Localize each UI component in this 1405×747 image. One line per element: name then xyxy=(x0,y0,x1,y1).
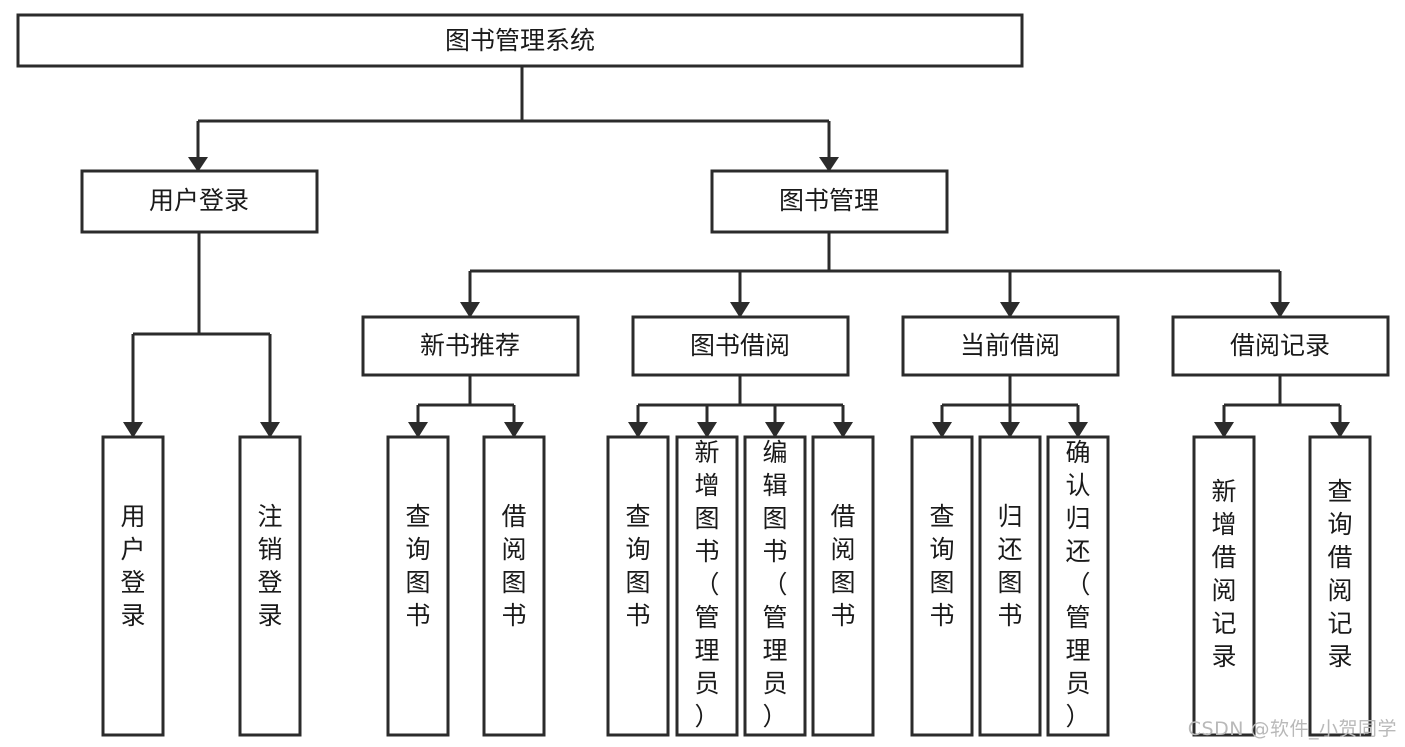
connector-root-to-level2 xyxy=(188,66,839,172)
leaf-bookborrow-query-label: 查询图书 xyxy=(625,502,650,630)
leaf-borrowrecord-add[interactable]: 新增借阅记录 xyxy=(1192,435,1256,737)
leaf-currentborrow-return[interactable]: 归还图书 xyxy=(978,435,1042,737)
node-root-system[interactable]: 图书管理系统 xyxy=(16,13,1024,68)
csdn-watermark: CSDN @软件_小贺同学 xyxy=(1187,718,1397,740)
leaf-newbook-borrow[interactable]: 借阅图书 xyxy=(482,435,546,737)
connector-bookmgmt-to-level3 xyxy=(460,232,1290,318)
leaf-currentborrow-confirm[interactable]: 确认归还（管理员） xyxy=(1046,435,1110,737)
connector-userlogin-to-leaves xyxy=(123,232,280,438)
leaf-borrowrecord-query[interactable]: 查询借阅记录 xyxy=(1308,435,1372,737)
leaf-bookborrow-edit-label: 编辑图书（管理员） xyxy=(762,438,787,731)
node-current-borrow-label: 当前借阅 xyxy=(960,331,1060,360)
connector-newbook-to-leaves xyxy=(408,375,524,438)
leaf-borrowrecord-query-label: 查询借阅记录 xyxy=(1327,477,1352,671)
connector-bookborrow-to-leaves xyxy=(628,375,853,438)
node-user-login[interactable]: 用户登录 xyxy=(80,169,319,234)
node-book-management[interactable]: 图书管理 xyxy=(710,169,949,234)
leaf-currentborrow-return-label: 归还图书 xyxy=(997,502,1022,630)
leaf-newbook-query-label: 查询图书 xyxy=(405,502,430,630)
node-new-book-recommend-label: 新书推荐 xyxy=(420,331,520,360)
node-root-label: 图书管理系统 xyxy=(445,26,595,55)
leaf-bookborrow-add-label: 新增图书（管理员） xyxy=(694,438,719,731)
leaf-bookborrow-borrow[interactable]: 借阅图书 xyxy=(811,435,875,737)
leaf-user-login-login-label: 用户登录 xyxy=(120,502,145,630)
leaf-bookborrow-add[interactable]: 新增图书（管理员） xyxy=(675,435,739,737)
leaf-newbook-borrow-label: 借阅图书 xyxy=(501,502,526,630)
leaf-bookborrow-edit[interactable]: 编辑图书（管理员） xyxy=(743,435,807,737)
leaf-newbook-query[interactable]: 查询图书 xyxy=(386,435,450,737)
leaf-currentborrow-query[interactable]: 查询图书 xyxy=(910,435,974,737)
node-book-borrow-label: 图书借阅 xyxy=(690,331,790,360)
leaf-currentborrow-query-label: 查询图书 xyxy=(929,502,954,630)
connector-currentborrow-to-leaves xyxy=(932,375,1088,438)
leaf-bookborrow-borrow-label: 借阅图书 xyxy=(830,502,855,630)
leaf-borrowrecord-add-label: 新增借阅记录 xyxy=(1211,477,1236,671)
node-borrow-record[interactable]: 借阅记录 xyxy=(1171,315,1390,377)
leaf-currentborrow-confirm-label: 确认归还（管理员） xyxy=(1065,438,1090,731)
node-borrow-record-label: 借阅记录 xyxy=(1230,331,1330,360)
node-user-login-label: 用户登录 xyxy=(149,186,249,215)
leaf-user-login-logout[interactable]: 注销登录 xyxy=(238,435,302,737)
node-current-borrow[interactable]: 当前借阅 xyxy=(901,315,1120,377)
node-new-book-recommend[interactable]: 新书推荐 xyxy=(361,315,580,377)
node-book-management-label: 图书管理 xyxy=(779,186,879,215)
connector-borrowrecord-to-leaves xyxy=(1214,375,1350,438)
leaf-bookborrow-query[interactable]: 查询图书 xyxy=(606,435,670,737)
node-book-borrow[interactable]: 图书借阅 xyxy=(631,315,850,377)
leaf-user-login-logout-label: 注销登录 xyxy=(257,502,282,630)
leaf-user-login-login[interactable]: 用户登录 xyxy=(101,435,165,737)
